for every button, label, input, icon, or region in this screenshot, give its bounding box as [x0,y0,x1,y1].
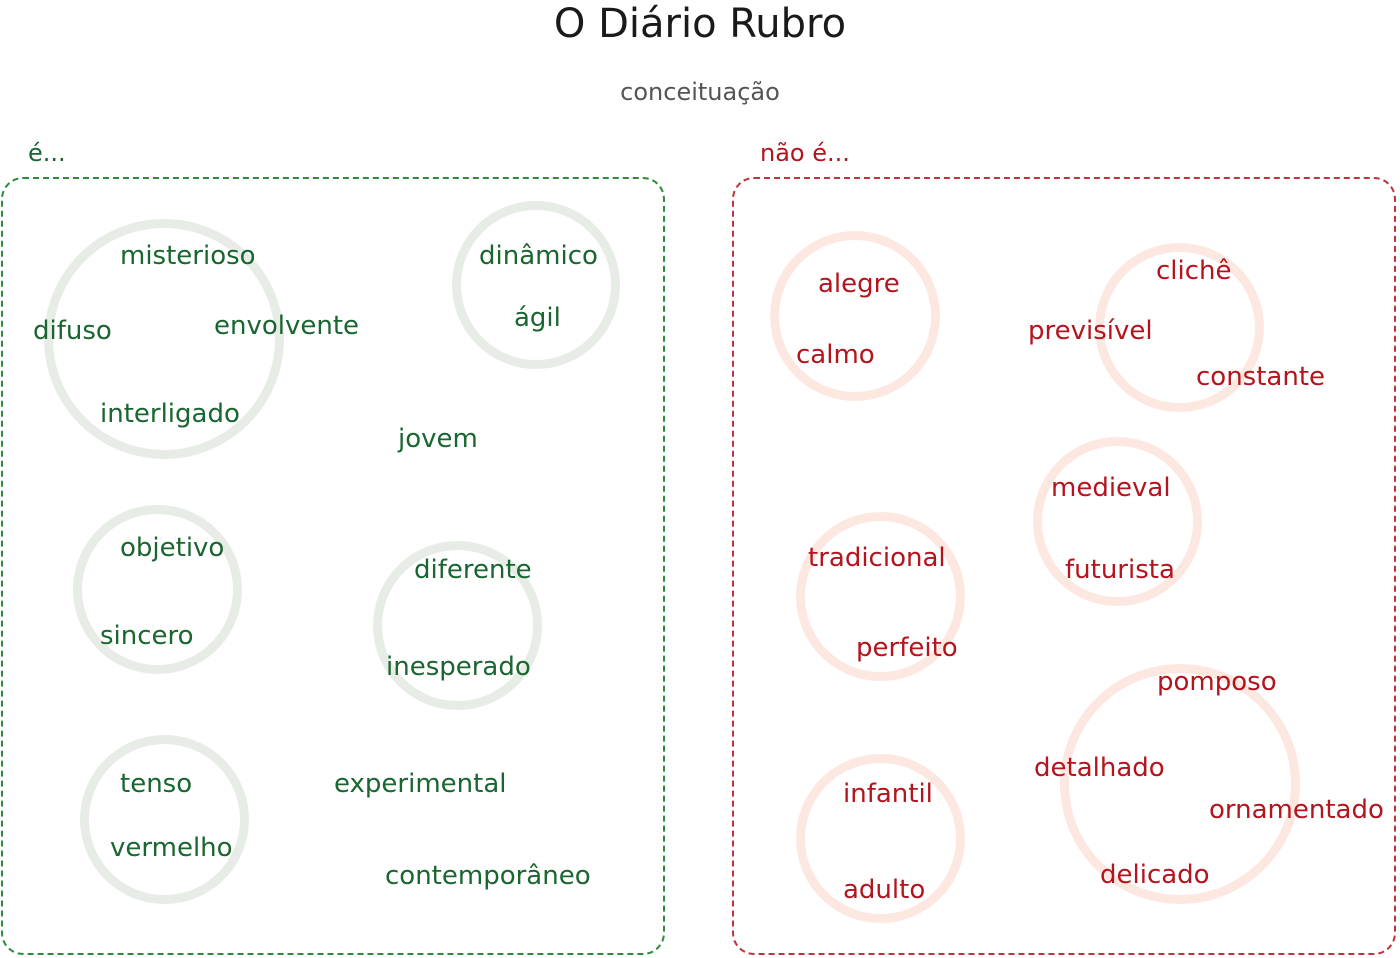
word-difuso: difuso [33,316,112,346]
word-delicado: delicado [1100,860,1210,890]
word-interligado: interligado [100,399,240,429]
word-adulto: adulto [843,875,926,905]
word-cliche: clichê [1156,256,1232,286]
page-subtitle: conceituação [620,78,780,106]
negative-label: não é... [760,139,850,167]
ring-pomposo-group [1060,664,1300,904]
negative-panel [732,177,1396,955]
word-alegre: alegre [818,269,900,299]
ring-misterioso-group [44,219,284,459]
ring-alegre-group [770,231,940,401]
positive-label: é... [28,139,66,167]
word-perfeito: perfeito [856,633,958,663]
word-envolvente: envolvente [214,311,360,341]
ring-medieval-group [1033,437,1202,606]
word-jovem: jovem [398,424,478,454]
word-inesperado: inesperado [386,652,531,682]
word-misterioso: misterioso [120,241,256,271]
word-sincero: sincero [100,621,194,651]
word-agil: ágil [514,303,561,333]
ring-cliche-group [1095,243,1264,412]
word-dinamico: dinâmico [479,241,598,271]
ring-infantil-group [796,754,965,923]
ring-tenso-group [80,735,249,904]
word-infantil: infantil [843,779,933,809]
positive-panel [1,177,665,955]
ring-objetivo-group [73,505,242,674]
word-tradicional: tradicional [808,543,946,573]
ring-diferente-group [373,541,542,710]
word-vermelho: vermelho [110,833,233,863]
word-ornamentado: ornamentado [1209,795,1384,825]
ring-dinamico-group [452,201,620,369]
word-tenso: tenso [120,769,193,799]
word-constante: constante [1196,362,1326,392]
word-experimental: experimental [334,769,507,799]
word-futurista: futurista [1065,555,1175,585]
word-detalhado: detalhado [1034,753,1165,783]
word-calmo: calmo [796,340,875,370]
page-title: O Diário Rubro [553,1,847,47]
word-objetivo: objetivo [120,533,225,563]
word-pomposo: pomposo [1157,667,1277,697]
ring-tradicional-group [796,512,965,681]
word-diferente: diferente [414,555,532,585]
word-contemporaneo: contemporâneo [385,861,591,891]
word-medieval: medieval [1051,473,1171,503]
word-previsivel: previsível [1028,316,1153,346]
